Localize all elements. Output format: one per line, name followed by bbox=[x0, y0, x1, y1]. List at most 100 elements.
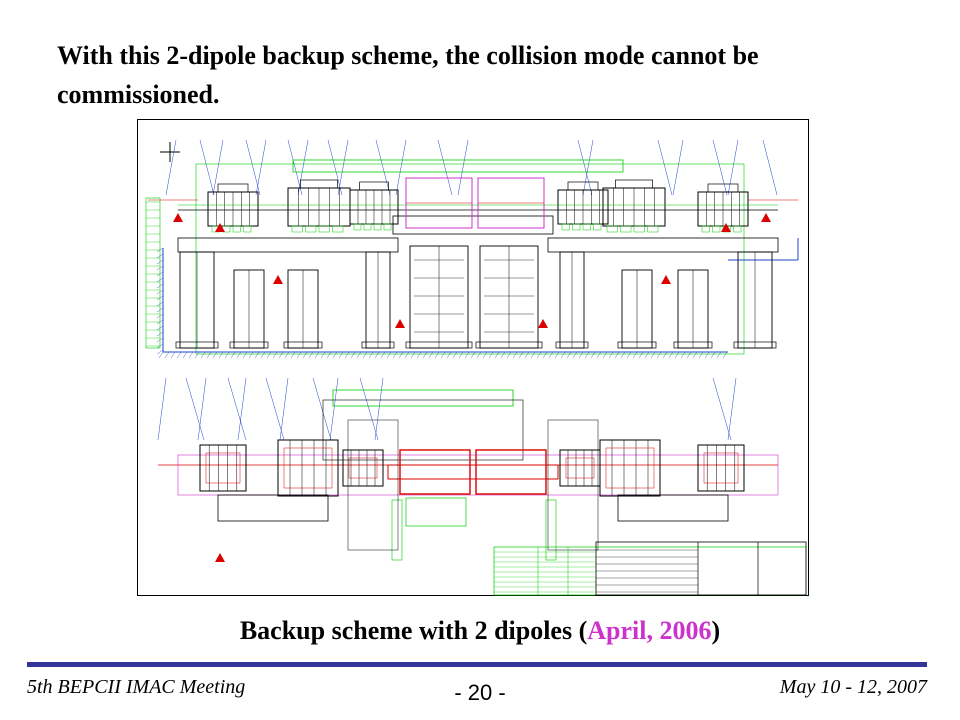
leader-line-top bbox=[582, 139, 594, 196]
marker-triangle bbox=[661, 275, 671, 284]
ground-hatch bbox=[260, 351, 266, 359]
ground-hatch bbox=[620, 351, 626, 359]
ground-hatch bbox=[614, 351, 620, 359]
stand-2-foot bbox=[229, 341, 269, 349]
ground-hatch bbox=[320, 351, 326, 359]
marker-triangle bbox=[173, 213, 183, 222]
leader-line-top bbox=[762, 139, 778, 196]
machine-left-inner-top bbox=[300, 179, 338, 189]
ground-hatch bbox=[632, 351, 638, 359]
machine-right-outer-base bbox=[733, 225, 742, 233]
marker-triangle bbox=[538, 319, 548, 328]
leader-line-top bbox=[212, 139, 224, 196]
ground-hatch bbox=[206, 351, 212, 359]
marker-triangle bbox=[273, 275, 283, 284]
ground-hatch bbox=[326, 351, 332, 359]
ground-hatch bbox=[290, 351, 296, 359]
plan-machine-1-core bbox=[205, 452, 241, 484]
ground-hatch bbox=[542, 351, 548, 359]
ground-hatch bbox=[434, 351, 440, 359]
ground-hatch bbox=[236, 351, 242, 359]
ground-hatch bbox=[386, 351, 392, 359]
ground-hatch bbox=[404, 351, 410, 359]
stand-1-foot bbox=[175, 341, 219, 349]
machine-right-outer-base bbox=[701, 225, 710, 233]
machine-left-mid-base bbox=[383, 223, 392, 231]
ground-hatch bbox=[458, 351, 464, 359]
ground-hatch bbox=[698, 351, 704, 359]
ground-hatch bbox=[488, 351, 494, 359]
leader-line-top bbox=[657, 139, 673, 196]
leader-line-top bbox=[577, 139, 593, 196]
ground-hatch bbox=[368, 351, 374, 359]
ground-hatch bbox=[518, 351, 524, 359]
ground-hatch bbox=[710, 351, 716, 359]
plan-machine-3 bbox=[342, 449, 384, 487]
machine-right-outer-top bbox=[707, 183, 739, 193]
leader-line-bottom bbox=[359, 377, 379, 441]
leader-line-top bbox=[437, 139, 453, 196]
leader-line-top bbox=[727, 139, 739, 196]
ground-hatch bbox=[650, 351, 656, 359]
platform-right bbox=[547, 237, 779, 253]
green-frame-top bbox=[195, 163, 745, 355]
leader-line-top bbox=[457, 139, 469, 196]
ground-hatch bbox=[200, 351, 206, 359]
plan-center-frame bbox=[322, 399, 524, 461]
caption-close: ) bbox=[711, 616, 721, 645]
drawing-canvas bbox=[145, 139, 807, 596]
ground-hatch bbox=[692, 351, 698, 359]
machine-left-mid-top bbox=[359, 181, 389, 191]
leader-line-bottom bbox=[157, 377, 167, 441]
footer-meeting-name: 5th BEPCII IMAC Meeting bbox=[27, 676, 246, 698]
ground-hatch bbox=[440, 351, 446, 359]
leader-line-top bbox=[375, 139, 391, 196]
ground-hatch bbox=[392, 351, 398, 359]
stand-4-foot bbox=[361, 341, 395, 349]
green-outline-bottom bbox=[332, 389, 514, 407]
title-block bbox=[595, 541, 807, 596]
ground-hatch bbox=[584, 351, 590, 359]
ground-hatch bbox=[374, 351, 380, 359]
ground-hatch bbox=[512, 351, 518, 359]
marker-triangle bbox=[215, 553, 225, 562]
plan-base-left bbox=[217, 494, 329, 522]
ground-hatch bbox=[506, 351, 512, 359]
leader-line-bottom bbox=[279, 377, 289, 441]
ground-hatch bbox=[350, 351, 356, 359]
drawing-caption: Backup scheme with 2 dipoles (April, 200… bbox=[0, 616, 960, 646]
wall-hatch bbox=[156, 349, 164, 355]
ground-hatch bbox=[524, 351, 530, 359]
ground-hatch bbox=[674, 351, 680, 359]
ground-hatch bbox=[284, 351, 290, 359]
ground-hatch bbox=[722, 351, 728, 359]
leader-line-top bbox=[165, 139, 177, 196]
footer-date: May 10 - 12, 2007 bbox=[779, 676, 927, 698]
plan-green-block bbox=[405, 497, 467, 527]
leader-line-bottom bbox=[727, 377, 737, 441]
ground-hatch bbox=[230, 351, 236, 359]
machine-left-outer-base bbox=[243, 225, 252, 233]
leader-line-top bbox=[199, 139, 215, 196]
ground-hatch bbox=[302, 351, 308, 359]
plan-machine-2-core bbox=[283, 447, 333, 489]
machine-right-mid-base bbox=[582, 223, 591, 231]
machine-right-inner-top bbox=[615, 179, 653, 189]
ground-hatch bbox=[410, 351, 416, 359]
ground-hatch bbox=[170, 351, 176, 359]
ground-hatch bbox=[608, 351, 614, 359]
ground-hatch bbox=[644, 351, 650, 359]
ground-hatch bbox=[308, 351, 314, 359]
ground-hatch bbox=[446, 351, 452, 359]
ground-hatch bbox=[590, 351, 596, 359]
platform-left bbox=[177, 237, 399, 253]
plan-green-leg bbox=[391, 499, 403, 561]
ground-hatch bbox=[428, 351, 434, 359]
ground-hatch bbox=[248, 351, 254, 359]
ground-hatch bbox=[266, 351, 272, 359]
ground-hatch bbox=[452, 351, 458, 359]
ground-hatch bbox=[422, 351, 428, 359]
machine-right-outer-base bbox=[712, 225, 721, 233]
ground-hatch bbox=[182, 351, 188, 359]
center-beam bbox=[392, 215, 554, 235]
